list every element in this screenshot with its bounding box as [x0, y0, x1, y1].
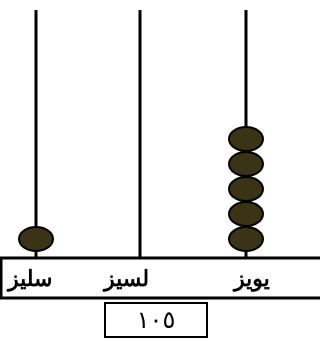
number-value: ١٠٥ [136, 306, 176, 334]
bead-hundreds-5 [228, 126, 264, 152]
beads-group [18, 126, 264, 252]
rod-label-tens: لسيز [104, 266, 150, 292]
rod-label-hundreds: يويز [234, 266, 270, 292]
number-box: ١٠٥ [104, 302, 208, 338]
bead-ones-1 [18, 226, 54, 252]
base-frame [0, 256, 320, 300]
bead-hundreds-2 [228, 201, 264, 227]
rod-label-ones: سليز [8, 266, 53, 292]
bead-hundreds-4 [228, 151, 264, 177]
bead-hundreds-1 [228, 226, 264, 252]
bead-hundreds-3 [228, 176, 264, 202]
